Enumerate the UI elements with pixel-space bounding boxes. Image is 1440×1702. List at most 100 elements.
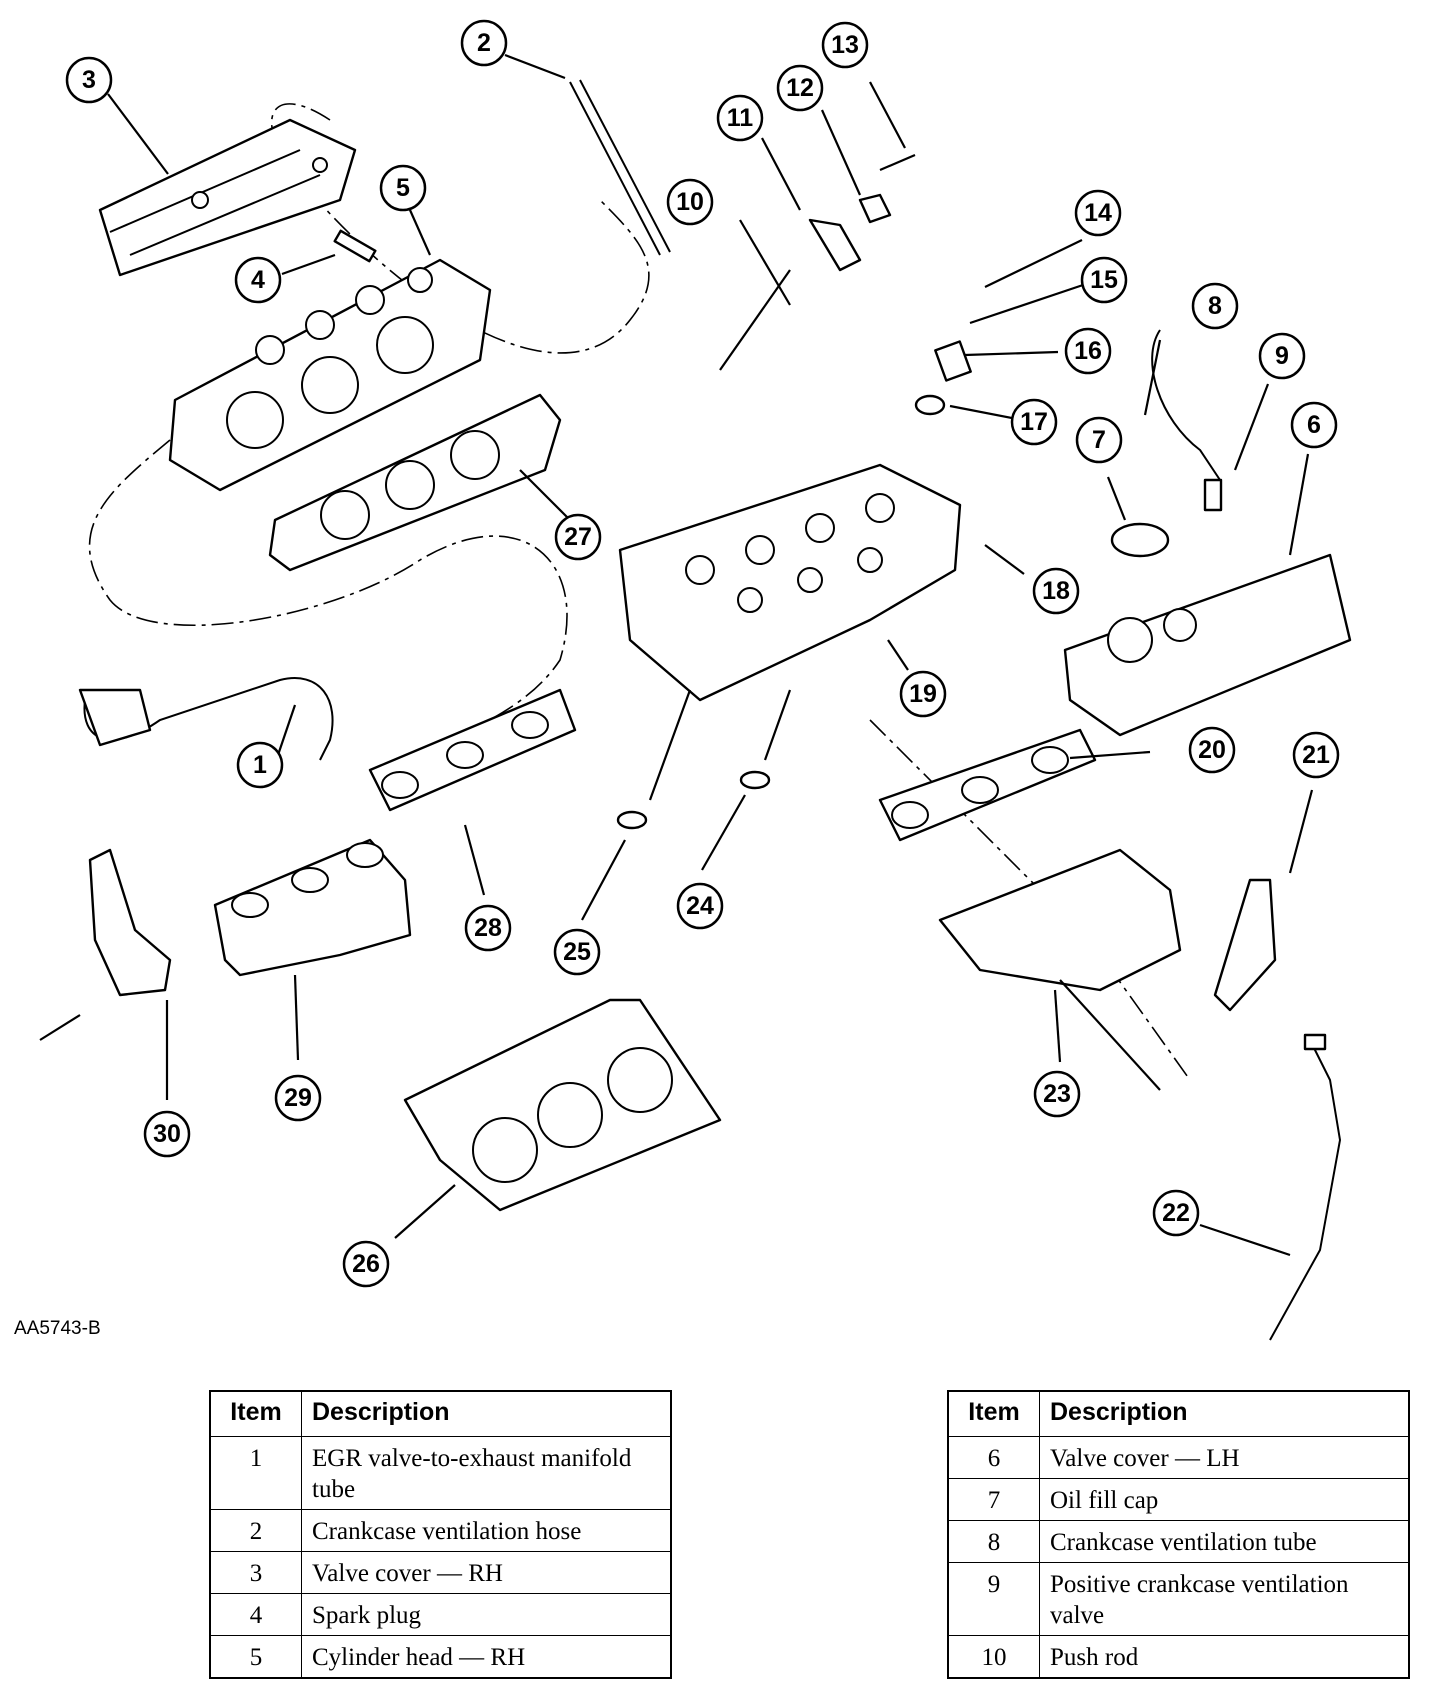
callout-16: 16 <box>1064 327 1112 375</box>
svg-text:5: 5 <box>396 174 410 202</box>
item-number: 5 <box>209 1635 302 1679</box>
parts-table-left: Item Description 1 EGR valve-to-exhaust … <box>209 1390 672 1679</box>
item-number: 9 <box>947 1562 1040 1636</box>
callout-14: 14 <box>1074 189 1122 237</box>
callout-24: 24 <box>676 882 724 930</box>
callout-10: 10 <box>666 178 714 226</box>
svg-text:2: 2 <box>477 29 491 57</box>
svg-text:24: 24 <box>686 892 714 920</box>
svg-text:13: 13 <box>831 31 859 59</box>
item-description: Crankcase ventilation hose <box>301 1509 672 1552</box>
callout-2: 2 <box>460 19 508 67</box>
egr-tube <box>78 677 334 761</box>
item-number: 2 <box>209 1509 302 1552</box>
figure-reference-code: AA5743-B <box>14 1318 101 1339</box>
valve-cover-lh <box>1063 553 1352 737</box>
callout-4: 4 <box>234 256 282 304</box>
callout-23: 23 <box>1033 1070 1081 1118</box>
item-description: Crankcase ventilation tube <box>1039 1520 1410 1563</box>
svg-text:19: 19 <box>909 680 937 708</box>
callout-28: 28 <box>464 904 512 952</box>
callout-20: 20 <box>1188 726 1236 774</box>
table-header-row: Item Description <box>209 1390 672 1437</box>
table-row: 5 Cylinder head — RH <box>209 1635 672 1679</box>
crankcase-ventilation-hose <box>569 79 671 256</box>
column-header-description: Description <box>1039 1390 1410 1437</box>
svg-text:4: 4 <box>251 266 265 294</box>
table-row: 10 Push rod <box>947 1635 1410 1679</box>
svg-text:28: 28 <box>474 914 502 942</box>
item-number: 4 <box>209 1593 302 1636</box>
item-number: 3 <box>209 1551 302 1594</box>
callout-27: 27 <box>554 513 602 561</box>
table-row: 9 Positive crankcase ventilation valve <box>947 1562 1410 1636</box>
svg-text:1: 1 <box>253 751 267 779</box>
callout-21: 21 <box>1292 731 1340 779</box>
exhaust-manifold-lh <box>938 848 1182 1091</box>
exhaust-gasket-lh <box>878 728 1097 842</box>
spark-plug <box>333 229 377 263</box>
item-number: 6 <box>947 1436 1040 1479</box>
rocker-arm <box>808 218 862 272</box>
svg-text:7: 7 <box>1092 426 1106 454</box>
table-row: 6 Valve cover — LH <box>947 1436 1410 1479</box>
callout-13: 13 <box>821 21 869 69</box>
parts-table-right: Item Description 6 Valve cover — LH 7 Oi… <box>947 1390 1410 1679</box>
svg-text:20: 20 <box>1198 736 1226 764</box>
callout-22: 22 <box>1152 1189 1200 1237</box>
table-header-row: Item Description <box>947 1390 1410 1437</box>
callout-5: 5 <box>379 164 427 212</box>
valve-cover-rh <box>98 118 357 277</box>
svg-text:12: 12 <box>786 74 814 102</box>
item-description: Valve cover — LH <box>1039 1436 1410 1479</box>
svg-text:26: 26 <box>352 1250 380 1278</box>
callout-15: 15 <box>1080 256 1128 304</box>
callout-11: 11 <box>716 94 764 142</box>
callout-1: 1 <box>236 741 284 789</box>
cylinder-head-rh <box>168 258 492 492</box>
svg-text:18: 18 <box>1042 577 1070 605</box>
valve-exhaust <box>739 689 792 790</box>
pcv-valve <box>1203 478 1223 512</box>
callout-18: 18 <box>1032 567 1080 615</box>
svg-text:29: 29 <box>284 1084 312 1112</box>
item-description: Valve cover — RH <box>301 1551 672 1594</box>
callout-3: 3 <box>65 56 113 104</box>
table-row: 7 Oil fill cap <box>947 1478 1410 1521</box>
table-row: 4 Spark plug <box>209 1593 672 1636</box>
svg-text:10: 10 <box>676 188 704 216</box>
head-gasket-rh <box>268 393 562 572</box>
svg-text:23: 23 <box>1043 1080 1071 1108</box>
svg-text:17: 17 <box>1020 408 1048 436</box>
table-row: 8 Crankcase ventilation tube <box>947 1520 1410 1563</box>
svg-text:3: 3 <box>82 66 96 94</box>
item-description: Cylinder head — RH <box>301 1635 672 1679</box>
svg-text:14: 14 <box>1084 199 1112 227</box>
oil-fill-cap <box>1110 522 1170 558</box>
rocker-bolt <box>879 153 916 172</box>
callout-26: 26 <box>342 1240 390 1288</box>
item-description: Oil fill cap <box>1039 1478 1410 1521</box>
svg-text:15: 15 <box>1090 266 1118 294</box>
item-number: 7 <box>947 1478 1040 1521</box>
svg-text:21: 21 <box>1302 741 1330 769</box>
item-description: EGR valve-to-exhaust manifold tube <box>301 1436 672 1510</box>
item-description: Push rod <box>1039 1635 1410 1679</box>
callout-29: 29 <box>274 1074 322 1122</box>
cylinder-head-lh <box>618 463 962 702</box>
column-header-item: Item <box>209 1390 302 1437</box>
svg-text:9: 9 <box>1275 342 1289 370</box>
svg-text:6: 6 <box>1307 411 1321 439</box>
callout-8: 8 <box>1191 282 1239 330</box>
exhaust-gasket-rh <box>368 688 577 812</box>
callout-25: 25 <box>553 928 601 976</box>
table-row: 2 Crankcase ventilation hose <box>209 1509 672 1552</box>
bracket-rh <box>39 848 172 1041</box>
rocker-fulcrum <box>858 193 892 224</box>
svg-text:8: 8 <box>1208 292 1222 320</box>
callout-17: 17 <box>1010 398 1058 446</box>
head-gasket-lh <box>403 998 722 1212</box>
crankcase-ventilation-tube <box>1151 329 1221 481</box>
oil-level-dipstick <box>1269 1033 1342 1341</box>
callout-7: 7 <box>1075 416 1123 464</box>
